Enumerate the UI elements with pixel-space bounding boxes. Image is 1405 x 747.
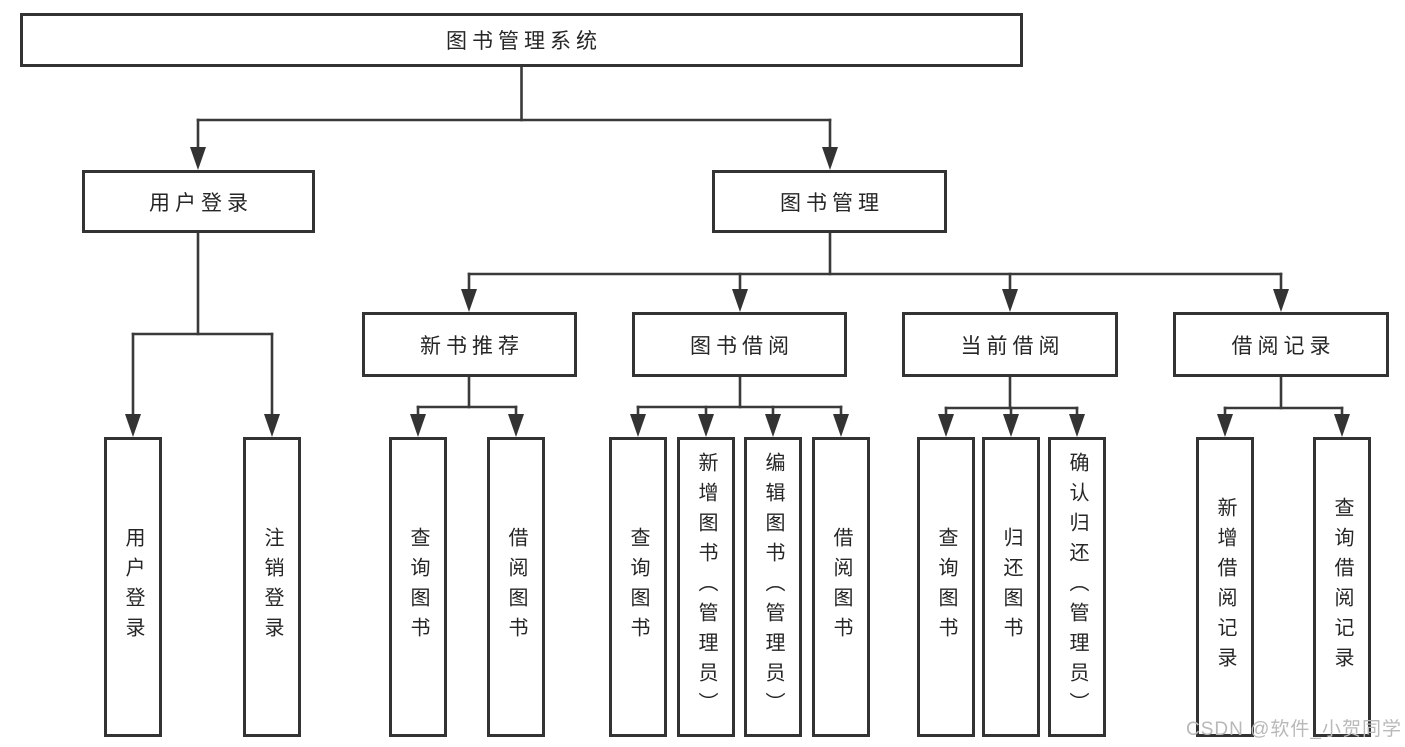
node-current-borrowing: 当前借阅 (902, 312, 1118, 377)
leaf-add-books-admin: 新增图书（管理员） (677, 437, 735, 737)
leaf-query-books-borrowing: 查询图书 (609, 437, 667, 737)
csdn-watermark: CSDN @软件_小贺同学 (1186, 719, 1402, 740)
leaf-borrow-books-borrowing: 借阅图书 (812, 437, 870, 737)
leaf-confirm-return-admin: 确认归还（管理员） (1048, 437, 1106, 737)
leaf-query-books-newbooks: 查询图书 (389, 437, 447, 737)
leaf-add-borrow-record: 新增借阅记录 (1196, 437, 1254, 737)
leaf-query-borrow-record: 查询借阅记录 (1313, 437, 1371, 737)
leaf-query-books-current: 查询图书 (917, 437, 975, 737)
node-borrowing-records: 借阅记录 (1173, 312, 1389, 377)
node-book-borrowing: 图书借阅 (632, 312, 847, 377)
node-book-management-branch: 图书管理 (712, 170, 947, 233)
node-library-management-system: 图书管理系统 (20, 13, 1023, 67)
leaf-logout: 注销登录 (243, 437, 301, 737)
arrowhead-icons (125, 147, 1350, 437)
leaf-user-login: 用户登录 (104, 437, 162, 737)
node-user-login-branch: 用户登录 (82, 170, 315, 233)
leaf-borrow-books-newbooks: 借阅图书 (487, 437, 545, 737)
node-new-book-recommendation: 新书推荐 (362, 312, 577, 377)
leaf-edit-books-admin: 编辑图书（管理员） (744, 437, 802, 737)
leaf-return-books: 归还图书 (982, 437, 1040, 737)
